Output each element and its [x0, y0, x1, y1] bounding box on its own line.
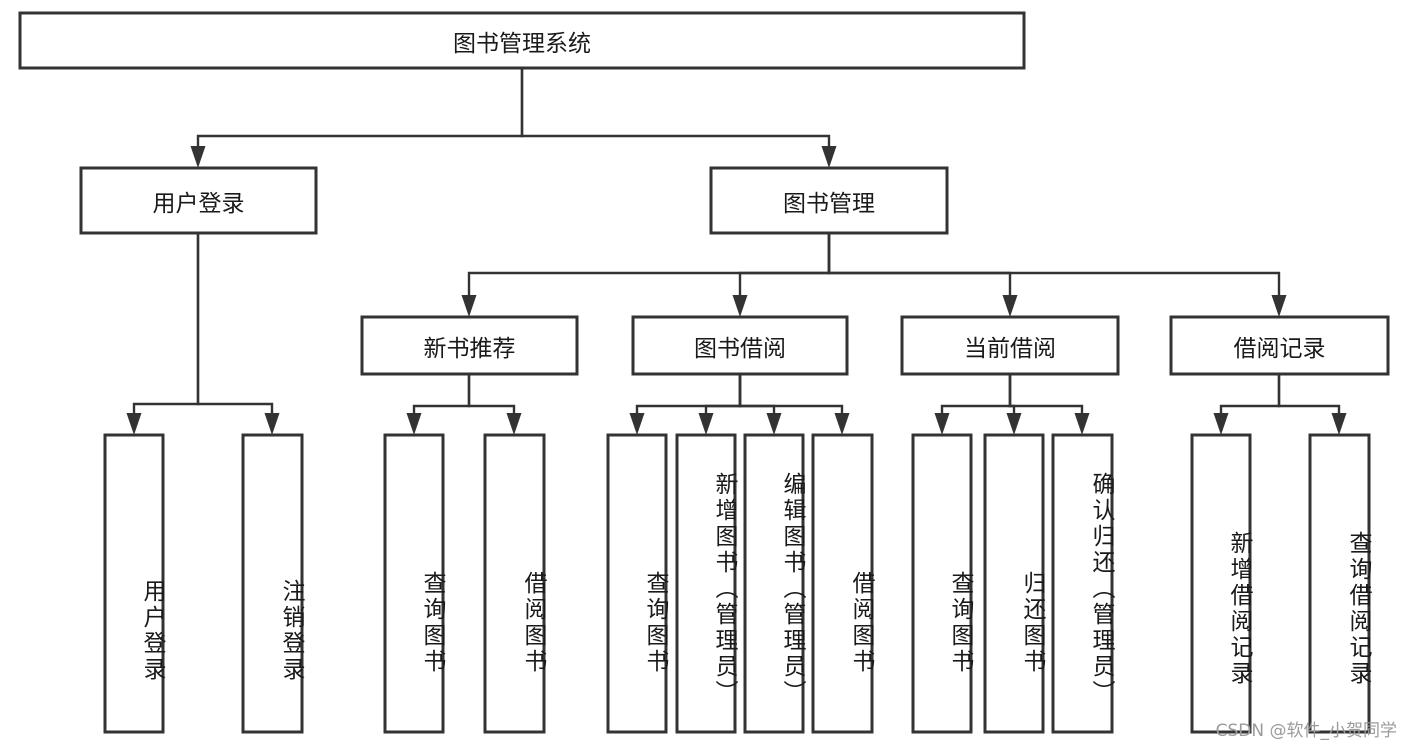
node-box-leaf-user-login[interactable] — [103, 433, 165, 734]
connector-current-borrow-to-leaf-query-book-current — [934, 374, 1012, 435]
connector-book-borrow-to-leaf-edit-book-admin — [738, 374, 782, 435]
node-box-book-management[interactable] — [709, 166, 949, 235]
connector-user-login-to-leaf-user-login — [126, 233, 200, 435]
connector-book-borrow-to-leaf-query-book-borrow — [629, 374, 742, 435]
node-box-leaf-logout[interactable] — [241, 433, 304, 734]
connector-book-management-to-book-borrow — [732, 233, 831, 317]
node-box-leaf-return-book[interactable] — [983, 433, 1045, 734]
arrow-head-icon — [1271, 295, 1287, 317]
connector-root-to-user-login — [190, 68, 524, 168]
arrow-head-icon — [406, 413, 422, 435]
node-box-leaf-query-borrow-record[interactable] — [1308, 433, 1371, 734]
arrow-head-icon — [1213, 413, 1229, 435]
node-box-leaf-query-book-borrow[interactable] — [606, 433, 668, 734]
arrow-head-icon — [1074, 413, 1090, 435]
node-box-user-login[interactable] — [79, 166, 318, 235]
arrow-head-icon — [1331, 413, 1347, 435]
arrow-head-icon — [934, 413, 950, 435]
connector-root-to-book-management — [520, 68, 837, 168]
node-box-leaf-edit-book-admin[interactable] — [743, 433, 805, 734]
edges-layer — [126, 68, 1347, 435]
nodes-layer — [18, 11, 1390, 734]
connector-book-borrow-to-leaf-borrow-book — [738, 374, 850, 435]
node-box-leaf-add-book-admin[interactable] — [675, 433, 737, 734]
node-box-root[interactable] — [18, 11, 1026, 70]
arrow-head-icon — [1002, 295, 1018, 317]
connector-user-login-to-leaf-logout — [196, 233, 280, 435]
arrow-head-icon — [698, 413, 714, 435]
arrow-head-icon — [264, 413, 280, 435]
node-box-leaf-borrow-book-recommend[interactable] — [483, 433, 546, 734]
connector-book-management-to-new-book-recommend — [461, 233, 831, 317]
node-box-leaf-confirm-return-admin[interactable] — [1051, 433, 1114, 734]
node-box-leaf-add-borrow-record[interactable] — [1190, 433, 1252, 734]
arrow-head-icon — [1006, 413, 1022, 435]
arrow-head-icon — [629, 413, 645, 435]
arrow-head-icon — [190, 146, 206, 168]
connector-borrow-record-to-leaf-query-borrow-record — [1277, 374, 1347, 435]
connector-book-management-to-current-borrow — [827, 233, 1018, 317]
arrow-head-icon — [834, 413, 850, 435]
node-box-leaf-query-book-current[interactable] — [911, 433, 973, 734]
connector-current-borrow-to-leaf-return-book — [1006, 374, 1022, 435]
connector-book-borrow-to-leaf-add-book-admin — [698, 374, 742, 435]
arrow-head-icon — [461, 295, 477, 317]
node-box-current-borrow[interactable] — [900, 315, 1120, 376]
node-box-book-borrow[interactable] — [631, 315, 849, 376]
arrow-head-icon — [506, 413, 522, 435]
arrow-head-icon — [126, 413, 142, 435]
arrow-head-icon — [732, 295, 748, 317]
connector-borrow-record-to-leaf-add-borrow-record — [1213, 374, 1281, 435]
node-box-borrow-record[interactable] — [1169, 315, 1390, 376]
arrow-head-icon — [766, 413, 782, 435]
node-box-leaf-query-book-recommend[interactable] — [383, 433, 445, 734]
connector-book-management-to-borrow-record — [827, 233, 1287, 317]
connector-current-borrow-to-leaf-confirm-return-admin — [1008, 374, 1090, 435]
connector-new-book-recommend-to-leaf-query-book-recommend — [406, 374, 471, 435]
connector-new-book-recommend-to-leaf-borrow-book-recommend — [467, 374, 522, 435]
node-box-new-book-recommend[interactable] — [360, 315, 579, 376]
arrow-head-icon — [821, 146, 837, 168]
node-box-leaf-borrow-book[interactable] — [811, 433, 874, 734]
